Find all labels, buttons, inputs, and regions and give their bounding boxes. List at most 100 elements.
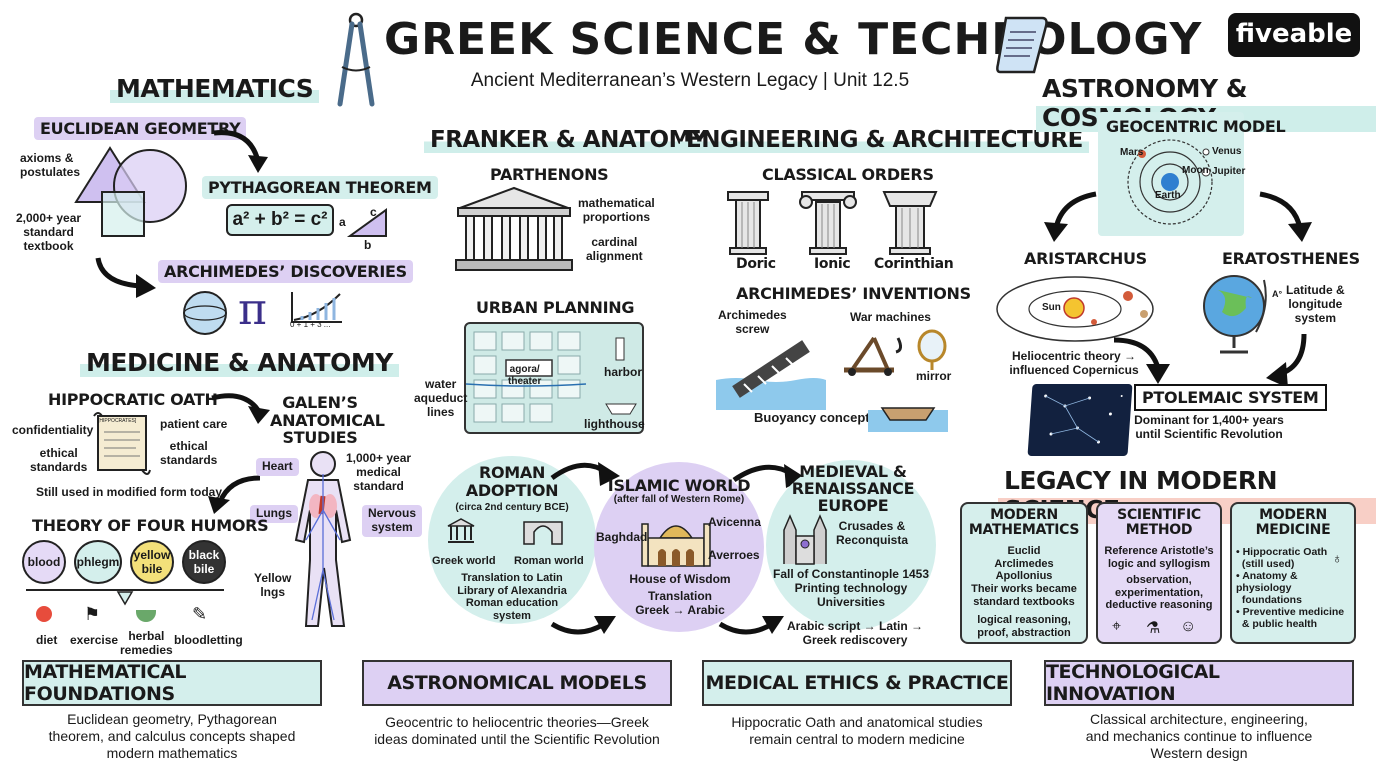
legacy-medicine-body: • Hippocratic Oath (still used) • Anatom… xyxy=(1236,546,1345,631)
treatment-exercise: exercise xyxy=(70,633,119,647)
treatment-bloodletting: bloodletting xyxy=(174,633,243,647)
arrow-icon xyxy=(550,462,620,486)
scroll-text: [HIPPOCRATES] xyxy=(98,418,137,424)
compass-icon xyxy=(336,12,376,108)
ethical-label-2: ethical standards xyxy=(160,439,218,467)
water-label: water aqueduct lines xyxy=(414,377,468,419)
treatment-diet: diet xyxy=(36,633,58,647)
right-triangle-icon xyxy=(346,208,387,237)
franker-section-title: FRANKER & ANATOMY xyxy=(424,127,714,153)
series-label: 0 + 1 + 3 ... xyxy=(290,320,331,329)
averroes-label: Averroes xyxy=(708,548,760,562)
arrow-icon xyxy=(718,616,784,635)
scale-icon xyxy=(26,589,224,606)
stethoscope-icon: ♁ xyxy=(1332,550,1343,566)
treatment-herbal: herbal remedies xyxy=(120,629,173,657)
boat-icon xyxy=(868,407,948,432)
sun-label: Sun xyxy=(1042,302,1061,313)
eratosthenes-label: ERATOSTHENES xyxy=(1222,249,1360,268)
syringe-icon: ✎ xyxy=(192,604,208,624)
flask-icon: ⚗ xyxy=(1146,620,1161,637)
lungs-label: Lungs xyxy=(250,505,298,523)
heart-label: Heart xyxy=(256,458,299,476)
arrow-icon xyxy=(1044,191,1097,242)
banner-astro: ASTRONOMICAL MODELS xyxy=(362,660,672,706)
textbook-label: 2,000+ year standard textbook xyxy=(16,211,82,253)
medicine-section-title: MEDICINE & ANATOMY xyxy=(80,348,399,377)
corinthian-label: Corinthian xyxy=(874,256,954,272)
arrow-icon xyxy=(95,257,156,298)
medieval-title: MEDIEVAL & RENAISSANCE EUROPE xyxy=(791,462,915,515)
screw-label: Archimedes screw xyxy=(718,308,787,336)
runner-icon: ⚑ xyxy=(84,604,101,624)
tri-b: b xyxy=(364,238,372,252)
doric-label: Doric xyxy=(736,256,776,272)
scroll-icon xyxy=(93,412,151,475)
helio-label: Heliocentric theory → influenced Coperni… xyxy=(1009,349,1139,377)
islamic-sub: (after fall of Western Rome) xyxy=(613,494,745,505)
ionic-label: Ionic xyxy=(814,256,851,272)
avicenna-label: Avicenna xyxy=(708,515,761,529)
greek-world-label: Greek world xyxy=(432,555,496,567)
arrow-icon xyxy=(550,616,616,635)
math-section-title: MATHEMATICS xyxy=(110,74,320,103)
banner-astro-text: Geocentric to heliocentric theories—Gree… xyxy=(374,714,660,747)
banner-tech: TECHNOLOGICAL INNOVATION xyxy=(1044,660,1354,706)
humors-title: THEORY OF FOUR HUMORS xyxy=(32,516,269,535)
oath-label: HIPPOCRATIC OATH xyxy=(48,390,218,409)
apple-icon xyxy=(36,606,52,622)
ptolemaic-label: PTOLEMAIC SYSTEM xyxy=(1134,384,1327,411)
lighthouse-label: lighthouse xyxy=(584,417,645,431)
math-prop-label: mathematical proportions xyxy=(578,196,655,224)
banner-medical-text: Hippocratic Oath and anatomical studies … xyxy=(731,714,983,747)
fall-label: Fall of Constantinople 1453 Printing tec… xyxy=(772,567,930,609)
archimedes-screw-icon xyxy=(716,340,826,410)
banner-math: MATHEMATICAL FOUNDATIONS xyxy=(22,660,322,706)
earth-label: Earth xyxy=(1155,190,1181,201)
catapult-icon xyxy=(844,336,903,376)
geo-label: GEOCENTRIC MODEL xyxy=(1106,117,1286,136)
galen-label: GALEN’S ANATOMICAL STUDIES xyxy=(270,393,385,448)
roman-world-label: Roman world xyxy=(514,555,584,567)
venus-label: Venus xyxy=(1212,146,1242,157)
angle-label: A° xyxy=(1272,289,1283,299)
cardinal-label: cardinal alignment xyxy=(586,235,643,263)
heliocentric-icon xyxy=(996,276,1154,342)
banner-medical: MEDICAL ETHICS & PRACTICE xyxy=(702,660,1012,706)
arrow-icon xyxy=(1266,333,1307,388)
arrow-icon xyxy=(1113,337,1170,384)
orders-label: CLASSICAL ORDERS xyxy=(762,165,934,184)
pi-symbol: π xyxy=(238,284,267,335)
tri-c: c xyxy=(370,205,377,219)
mosque-icon xyxy=(641,523,711,567)
arrow-icon xyxy=(1259,191,1312,242)
medical-std-label: 1,000+ year medical standard xyxy=(346,451,412,493)
legacy-card-medicine xyxy=(1230,502,1356,644)
cathedral-icon xyxy=(783,514,827,565)
arabic-label: Arabic script → Latin → Greek rediscover… xyxy=(786,619,924,647)
roman-text: Translation to Latin Library of Alexandr… xyxy=(457,572,567,622)
geometry-shapes-icon xyxy=(74,146,187,237)
arrow-icon xyxy=(213,130,268,173)
baghdad-label: Baghdad xyxy=(596,530,648,544)
page-title: GREEK SCIENCE & TECHNOLOGY xyxy=(384,14,1203,65)
aristarchus-label: ARISTARCHUS xyxy=(1024,249,1147,268)
formula-box: a² + b² = c² xyxy=(226,204,334,236)
humor-black: black bile xyxy=(182,540,226,584)
mirror-icon xyxy=(917,329,947,370)
nervous-label: Nervous system xyxy=(362,505,423,537)
humor-yellow: yellow bile xyxy=(130,540,174,584)
arrow-icon xyxy=(211,393,270,424)
dominant-label: Dominant for 1,400+ years until Scientif… xyxy=(1134,413,1284,441)
sphere-icon xyxy=(183,291,227,335)
confidentiality-label: confidentiality xyxy=(12,423,94,437)
legacy-math-title: MODERN MATHEMATICS xyxy=(968,507,1080,539)
legacy-card-math xyxy=(960,502,1088,644)
axioms-label: axioms & postulates xyxy=(20,151,81,179)
arch-icon xyxy=(523,521,563,545)
engineering-section-title: ENGINEERING & ARCHITECTURE xyxy=(680,127,1089,153)
globe-icon xyxy=(1203,275,1267,354)
arrow-icon xyxy=(208,475,261,514)
agora-label: agora/ theater xyxy=(508,364,542,387)
page-subtitle: Ancient Mediterranean’s Western Legacy |… xyxy=(470,70,910,91)
